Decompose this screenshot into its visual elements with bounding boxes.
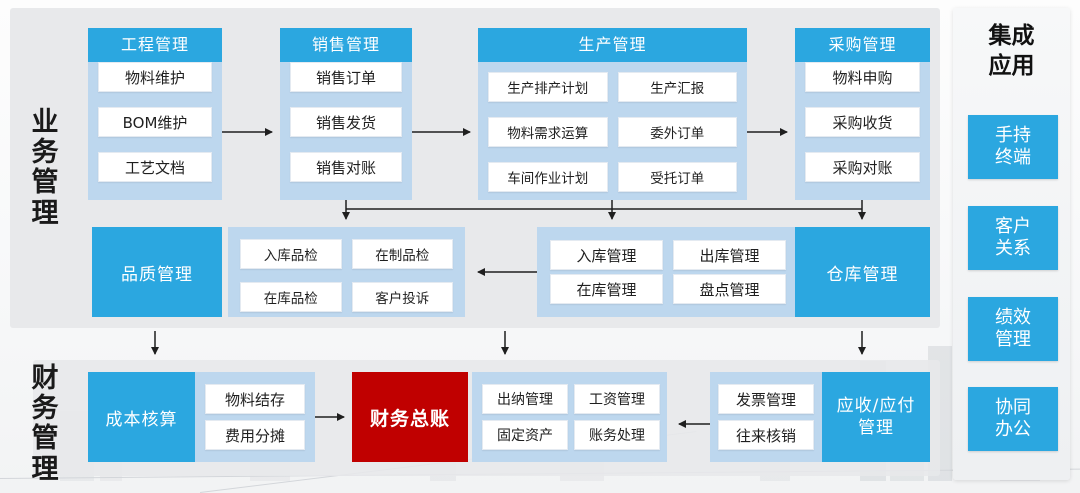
module-item: 发票管理 bbox=[718, 384, 814, 414]
cost-accounting-box: 成本核算 bbox=[88, 372, 195, 462]
sales-group: 销售管理 销售订单 销售发货 销售对账 bbox=[280, 28, 412, 200]
module-item: 车间作业计划 bbox=[488, 162, 608, 192]
module-item: 物料结存 bbox=[205, 384, 305, 414]
integration-item-crm: 客户 关系 bbox=[968, 206, 1058, 270]
module-item: 工资管理 bbox=[574, 384, 660, 414]
module-item: 出纳管理 bbox=[482, 384, 568, 414]
module-item: 在库管理 bbox=[550, 274, 663, 304]
general-ledger-box: 财务总账 bbox=[352, 372, 468, 462]
engineering-header: 工程管理 bbox=[88, 28, 222, 62]
quality-management-box: 品质管理 bbox=[92, 227, 222, 317]
quality-items-group: 入库品检 在制品检 在库品检 客户投诉 bbox=[228, 227, 465, 317]
module-item: 盘点管理 bbox=[673, 274, 786, 304]
module-item: 客户投诉 bbox=[351, 282, 453, 312]
engineering-group: 工程管理 物料维护 BOM维护 工艺文档 bbox=[88, 28, 222, 200]
module-item: 物料需求运算 bbox=[488, 117, 608, 147]
receivable-payable-box: 应收/应付 管理 bbox=[822, 372, 930, 462]
integration-item-oa: 协同 办公 bbox=[968, 387, 1058, 451]
integration-item-performance: 绩效 管理 bbox=[968, 297, 1058, 361]
module-item: 固定资产 bbox=[482, 420, 568, 450]
module-item: 入库管理 bbox=[550, 240, 663, 270]
module-item: 受托订单 bbox=[617, 162, 737, 192]
purchasing-group: 采购管理 物料申购 采购收货 采购对账 bbox=[795, 28, 930, 200]
module-item: 销售对账 bbox=[290, 152, 402, 182]
purchasing-header: 采购管理 bbox=[795, 28, 930, 62]
production-header: 生产管理 bbox=[478, 28, 747, 62]
module-item: 采购收货 bbox=[805, 107, 920, 137]
module-item: 往来核销 bbox=[718, 420, 814, 450]
integration-item-handheld: 手持 终端 bbox=[968, 115, 1058, 179]
sales-header: 销售管理 bbox=[280, 28, 412, 62]
module-item: 销售发货 bbox=[290, 107, 402, 137]
warehouse-group: 入库管理 出库管理 在库管理 盘点管理 仓库管理 bbox=[537, 227, 930, 317]
bookkeeping-group: 出纳管理 工资管理 固定资产 账务处理 bbox=[472, 372, 667, 462]
module-item: 出库管理 bbox=[673, 240, 786, 270]
module-item: 工艺文档 bbox=[98, 152, 212, 182]
module-item: 委外订单 bbox=[617, 117, 737, 147]
receivable-group: 发票管理 往来核销 应收/应付 管理 bbox=[710, 372, 930, 462]
module-item: 入库品检 bbox=[240, 239, 342, 269]
module-item: 在制品检 bbox=[351, 239, 453, 269]
module-item: 采购对账 bbox=[805, 152, 920, 182]
module-item: BOM维护 bbox=[98, 107, 212, 137]
production-group: 生产管理 生产排产计划 生产汇报 物料需求运算 委外订单 车间作业计划 受托订单 bbox=[478, 28, 747, 200]
business-section-label: 业 务 管 理 bbox=[31, 107, 59, 229]
module-item: 销售订单 bbox=[290, 62, 402, 92]
cost-accounting-group: 成本核算 物料结存 费用分摊 bbox=[88, 372, 315, 462]
module-item: 物料维护 bbox=[98, 62, 212, 92]
integration-title: 集成 应用 bbox=[988, 23, 1035, 79]
module-item: 生产汇报 bbox=[617, 72, 737, 102]
warehouse-management-box: 仓库管理 bbox=[795, 227, 930, 317]
module-item: 账务处理 bbox=[574, 420, 660, 450]
finance-section-label: 财 务 管 理 bbox=[31, 363, 59, 485]
module-item: 费用分摊 bbox=[205, 420, 305, 450]
module-item: 物料申购 bbox=[805, 62, 920, 92]
module-item: 生产排产计划 bbox=[488, 72, 608, 102]
module-item: 在库品检 bbox=[240, 282, 342, 312]
